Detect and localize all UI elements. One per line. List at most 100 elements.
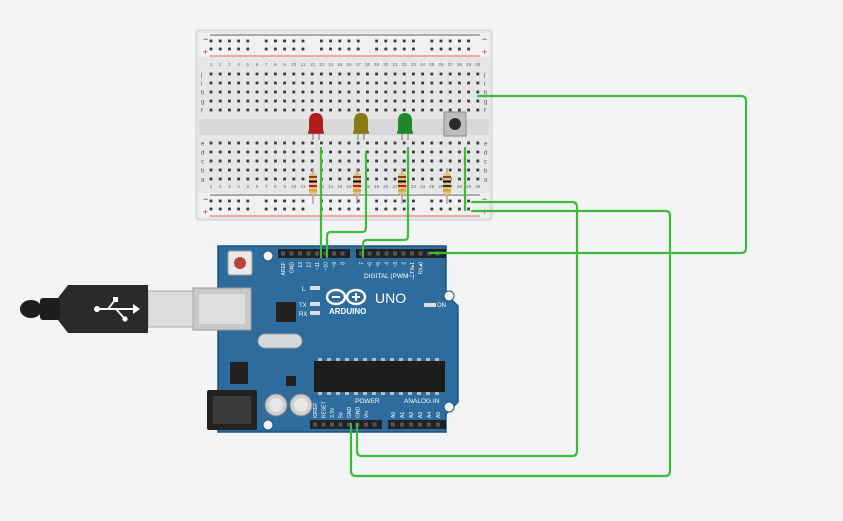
breadboard-hole[interactable] [264,159,268,163]
breadboard-hole[interactable] [301,90,305,94]
green-led[interactable] [397,113,413,140]
breadboard-hole[interactable] [384,150,388,154]
breadboard-hole[interactable] [209,177,213,181]
breadboard-hole[interactable] [439,90,443,94]
breadboard-hole[interactable] [366,72,369,76]
analog-header[interactable] [388,420,446,429]
breadboard-hole[interactable] [301,141,305,145]
breadboard-hole[interactable] [246,81,250,85]
rail-hole[interactable] [347,207,351,211]
breadboard-hole[interactable] [356,90,360,94]
breadboard-hole[interactable] [320,90,323,94]
rail-hole[interactable] [292,207,296,211]
breadboard-hole[interactable] [402,81,406,85]
breadboard-hole[interactable] [448,81,452,85]
breadboard-hole[interactable] [421,168,424,172]
wires[interactable] [319,94,748,478]
breadboard-hole[interactable] [458,168,461,172]
rail-hole[interactable] [439,207,443,211]
breadboard-hole[interactable] [218,168,222,172]
rail-hole[interactable] [356,39,360,43]
rail-hole[interactable] [393,47,397,51]
rail-hole[interactable] [264,207,268,211]
rail-hole[interactable] [209,39,213,43]
rail-hole[interactable] [329,47,332,51]
breadboard-hole[interactable] [402,168,406,172]
rail-hole[interactable] [384,39,388,43]
breadboard-hole[interactable] [329,141,332,145]
rail-hole[interactable] [237,47,240,51]
breadboard-hole[interactable] [218,108,222,112]
breadboard-hole[interactable] [384,99,388,103]
breadboard-hole[interactable] [458,177,461,181]
breadboard-hole[interactable] [412,108,415,112]
rail-hole[interactable] [218,199,222,203]
breadboard-hole[interactable] [255,177,259,181]
breadboard-hole[interactable] [467,159,470,163]
breadboard-hole[interactable] [292,72,296,76]
breadboard-hole[interactable] [246,159,250,163]
breadboard-hole[interactable] [458,72,461,76]
breadboard-hole[interactable] [384,177,388,181]
rail-hole[interactable] [274,39,277,43]
breadboard-hole[interactable] [366,150,369,154]
breadboard-hole[interactable] [384,90,388,94]
breadboard-hole[interactable] [255,81,259,85]
breadboard-hole[interactable] [375,150,378,154]
breadboard-hole[interactable] [329,168,332,172]
breadboard-hole[interactable] [476,90,480,94]
rail-hole[interactable] [393,39,397,43]
breadboard-hole[interactable] [274,150,277,154]
breadboard-hole[interactable] [338,108,342,112]
breadboard-hole[interactable] [255,141,259,145]
rail-hole[interactable] [338,199,342,203]
breadboard-hole[interactable] [356,72,360,76]
breadboard-hole[interactable] [439,141,443,145]
breadboard-hole[interactable] [283,81,286,85]
breadboard-hole[interactable] [246,150,250,154]
rail-hole[interactable] [448,199,452,203]
breadboard-hole[interactable] [448,150,452,154]
resistor[interactable] [309,168,317,204]
rail-hole[interactable] [430,199,434,203]
header-pin[interactable] [418,422,422,427]
breadboard-hole[interactable] [218,159,222,163]
breadboard-hole[interactable] [366,99,369,103]
header-pin[interactable] [306,251,311,256]
breadboard-hole[interactable] [310,90,314,94]
rail-hole[interactable] [228,39,231,43]
resistor[interactable] [443,168,451,204]
rail-hole[interactable] [301,39,305,43]
rail-hole[interactable] [467,47,470,51]
breadboard-hole[interactable] [402,99,406,103]
breadboard-hole[interactable] [292,99,296,103]
breadboard-hole[interactable] [384,141,388,145]
breadboard-hole[interactable] [274,141,277,145]
breadboard-hole[interactable] [366,141,369,145]
header-pin[interactable] [340,251,345,256]
breadboard-hole[interactable] [467,72,470,76]
breadboard-hole[interactable] [218,150,222,154]
breadboard-hole[interactable] [255,72,259,76]
breadboard-hole[interactable] [412,99,415,103]
header-pin[interactable] [400,422,404,427]
breadboard-hole[interactable] [476,81,480,85]
rail-hole[interactable] [393,207,397,211]
breadboard-hole[interactable] [237,81,240,85]
rail-hole[interactable] [237,39,240,43]
breadboard-hole[interactable] [421,99,424,103]
rail-hole[interactable] [458,199,461,203]
breadboard-hole[interactable] [421,90,424,94]
breadboard-hole[interactable] [393,99,397,103]
breadboard-hole[interactable] [458,99,461,103]
header-pin[interactable] [367,251,372,256]
breadboard-hole[interactable] [439,72,443,76]
rail-hole[interactable] [384,199,388,203]
breadboard-hole[interactable] [338,99,342,103]
breadboard-hole[interactable] [218,90,222,94]
breadboard-hole[interactable] [347,141,351,145]
rail-hole[interactable] [356,207,360,211]
breadboard-hole[interactable] [283,141,286,145]
breadboard-hole[interactable] [283,177,286,181]
breadboard-hole[interactable] [329,159,332,163]
